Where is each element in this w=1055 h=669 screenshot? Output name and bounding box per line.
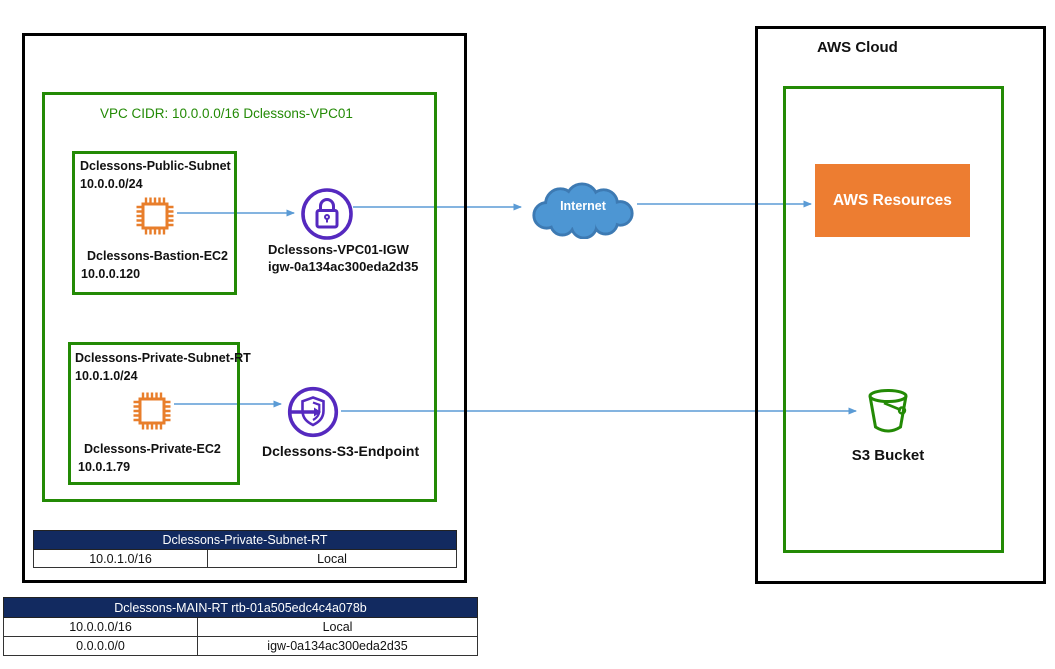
internet-label: Internet xyxy=(560,199,606,213)
private-ec2-name: Dclessons-Private-EC2 xyxy=(84,442,221,456)
vpc-title: VPC CIDR: 10.0.0.0/16 Dclessons-VPC01 xyxy=(100,106,353,121)
internet-gateway-icon xyxy=(301,188,353,240)
table-row: 10.0.0.0/16 Local xyxy=(3,617,479,637)
vpc-box xyxy=(42,92,437,502)
s3-endpoint-label: Dclessons-S3-Endpoint xyxy=(262,443,420,459)
private-ec2-ip: 10.0.1.79 xyxy=(78,460,131,474)
route-table-title: Dclessons-MAIN-RT rtb-01a505edc4c4a078b xyxy=(2,597,479,618)
table-row: 0.0.0.0/0 igw-0a134ac300eda2d35 xyxy=(3,636,479,656)
route-target: Local xyxy=(206,549,458,568)
route-table-title: Dclessons-Private-Subnet-RT xyxy=(32,530,458,550)
vpc-outer-box xyxy=(22,33,467,583)
table-row: 10.0.1.0/16 Local xyxy=(33,549,458,568)
aws-cloud-title: AWS Cloud xyxy=(817,39,898,56)
main-route-table: Dclessons-MAIN-RT rtb-01a505edc4c4a078b … xyxy=(2,597,479,656)
ec2-icon xyxy=(136,197,174,235)
s3-bucket-icon xyxy=(868,389,908,433)
igw-name: Dclessons-VPC01-IGW xyxy=(268,242,409,257)
aws-resources-box: AWS Resources xyxy=(815,164,970,237)
private-subnet-name: Dclessons-Private-Subnet-RT xyxy=(75,351,251,365)
route-target: Local xyxy=(196,617,479,637)
aws-resources-region-box xyxy=(783,86,1004,553)
aws-cloud-box xyxy=(755,26,1046,584)
private-subnet-cidr: 10.0.1.0/24 xyxy=(75,369,138,383)
public-subnet-cidr: 10.0.0.0/24 xyxy=(80,177,143,191)
bastion-ec2-ip: 10.0.0.120 xyxy=(81,267,141,281)
internet-cloud xyxy=(532,182,634,239)
route-destination: 0.0.0.0/0 xyxy=(3,636,198,656)
igw-id: igw-0a134ac300eda2d35 xyxy=(268,259,419,274)
route-target: igw-0a134ac300eda2d35 xyxy=(196,636,479,656)
s3-bucket-label: S3 Bucket xyxy=(851,447,925,464)
route-destination: 10.0.0.0/16 xyxy=(3,617,198,637)
public-subnet-box: Dclessons-Public-Subnet 10.0.0.0/24 Dcle… xyxy=(72,151,237,295)
s3-endpoint-icon xyxy=(287,386,339,438)
private-subnet-route-table: Dclessons-Private-Subnet-RT 10.0.1.0/16 … xyxy=(32,530,458,568)
bastion-ec2-name: Dclessons-Bastion-EC2 xyxy=(87,249,229,263)
private-subnet-box: Dclessons-Private-Subnet-RT 10.0.1.0/24 … xyxy=(68,342,251,485)
route-destination: 10.0.1.0/16 xyxy=(33,549,208,568)
igw-label: Dclessons-VPC01-IGW igw-0a134ac300eda2d3… xyxy=(268,241,418,275)
ec2-icon xyxy=(133,392,171,430)
public-subnet-name: Dclessons-Public-Subnet xyxy=(80,159,231,173)
